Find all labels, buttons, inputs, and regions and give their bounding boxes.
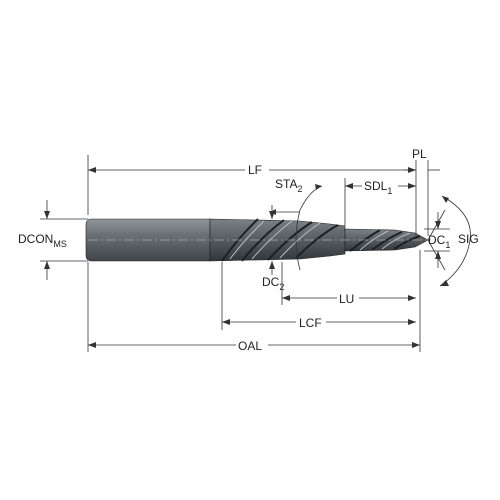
lcf-label: LCF bbox=[299, 316, 322, 330]
oal-dimension: OAL bbox=[87, 250, 421, 353]
dc1-label: DC1 bbox=[428, 233, 450, 250]
lu-label: LU bbox=[339, 292, 354, 306]
drill-flutes bbox=[221, 218, 421, 262]
sig-label: SIG bbox=[458, 232, 479, 246]
dc1-dimension: DC1 bbox=[424, 212, 450, 268]
lu-dimension: LU bbox=[281, 262, 416, 306]
lf-dimension: LF bbox=[87, 155, 416, 215]
sta2-label: STA2 bbox=[275, 177, 302, 194]
sta2-angle: STA2 bbox=[270, 177, 323, 271]
dc2-label: DC2 bbox=[262, 275, 284, 292]
pl-label: PL bbox=[412, 147, 427, 161]
pl-dimension: PL bbox=[404, 147, 440, 236]
drill-flute-highlights bbox=[229, 220, 411, 260]
sdl1-label: SDL1 bbox=[364, 179, 392, 196]
sdl1-dimension: SDL1 bbox=[344, 176, 416, 226]
sig-angle: SIG bbox=[427, 195, 479, 287]
drill-tool bbox=[85, 218, 440, 262]
oal-label: OAL bbox=[238, 339, 262, 353]
dconms-label: DCONMS bbox=[18, 232, 67, 249]
lf-label: LF bbox=[248, 163, 262, 177]
lcf-dimension: LCF bbox=[221, 262, 416, 330]
dconms-dimension: DCONMS bbox=[18, 200, 88, 280]
